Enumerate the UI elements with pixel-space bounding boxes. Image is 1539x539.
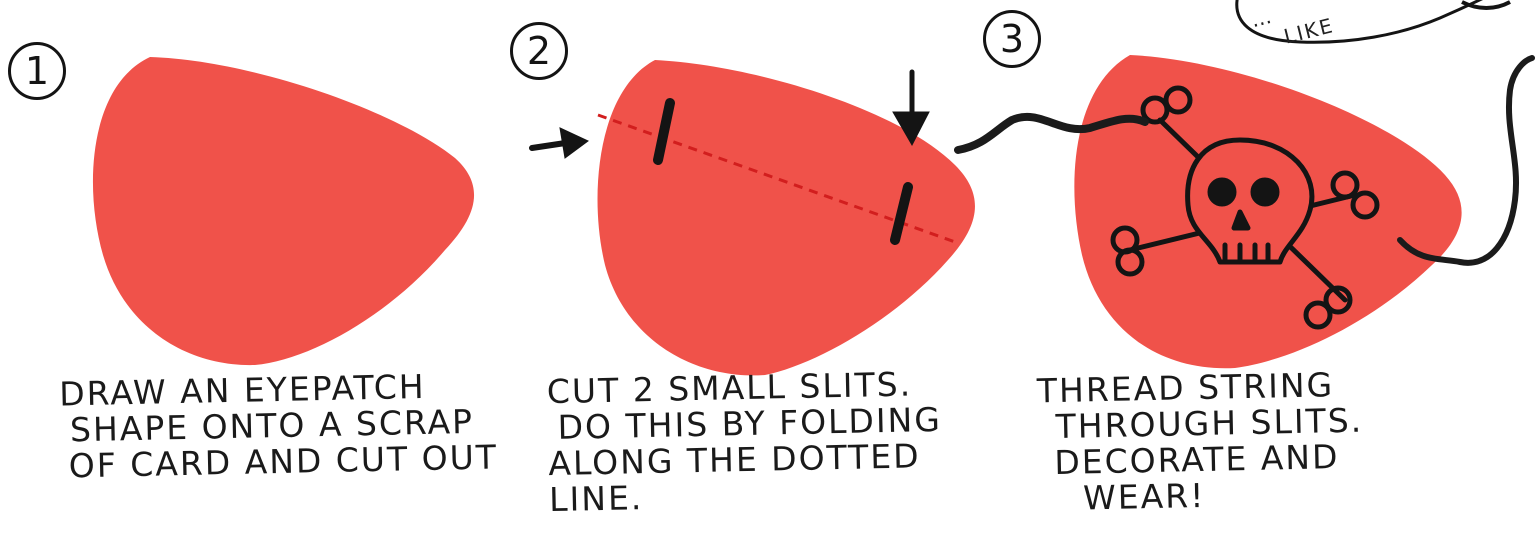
step-3-number: 3: [983, 10, 1041, 68]
step-3-caption: THREAD STRING THROUGH SLITS. DECORATE AN…: [1037, 367, 1366, 518]
eyepatch-step-2: [598, 60, 975, 375]
caption-line: OF CARD AND CUT OUT: [68, 439, 498, 484]
eyepatch-step-1: [93, 57, 474, 365]
caption-line: WEAR!: [1083, 475, 1365, 517]
caption-line: ALONG THE DOTTED: [548, 438, 943, 482]
step-1-number: 1: [8, 42, 66, 100]
arrow-right-icon: [532, 128, 588, 158]
step-1-caption: DRAW AN EYEPATCH SHAPE ONTO A SCRAP OF C…: [59, 367, 498, 484]
caption-line: DECORATE AND: [1054, 439, 1364, 481]
step-2-caption: CUT 2 SMALL SLITS. DO THIS BY FOLDING AL…: [547, 366, 944, 518]
step-2-number: 2: [510, 22, 568, 80]
